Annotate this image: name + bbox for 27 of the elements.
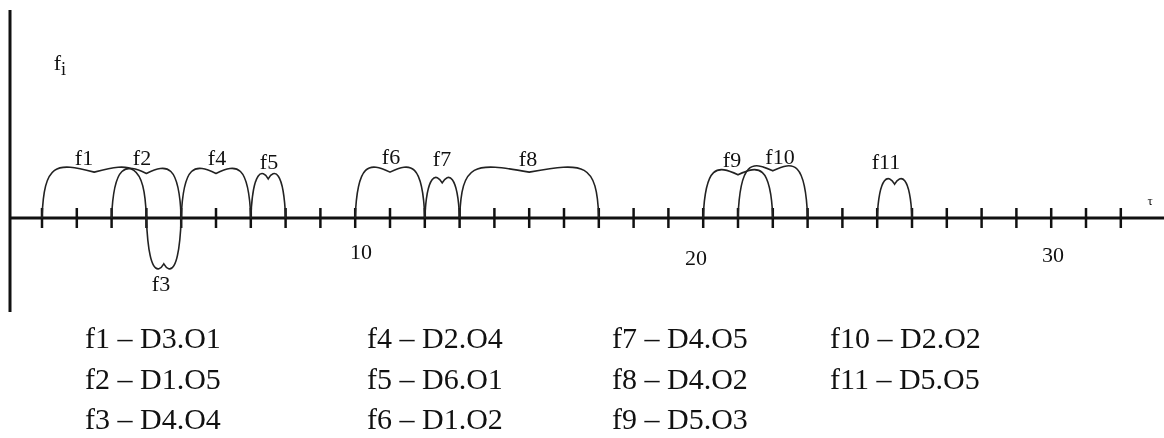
axis-label: τ — [1147, 193, 1153, 207]
tick-label: 30 — [1042, 244, 1064, 266]
legend-entry: f5 – D6.O1 — [367, 364, 503, 394]
legend-entry: f9 – D5.O3 — [612, 404, 748, 434]
legend-entry: f4 – D2.O4 — [367, 323, 503, 353]
arc-label: f10 — [765, 146, 795, 168]
legend-entry: f6 – D1.O2 — [367, 404, 503, 434]
arc-label: f11 — [871, 151, 901, 173]
legend-entry: f7 – D4.O5 — [612, 323, 748, 353]
tick-label: 20 — [685, 247, 707, 269]
arc-label: f6 — [381, 146, 401, 168]
arc-label: f1 — [74, 147, 94, 169]
arc-label: f4 — [207, 147, 227, 169]
legend-entry: f2 – D1.O5 — [85, 364, 221, 394]
arc-label: f9 — [722, 149, 742, 171]
arc-label: f2 — [132, 147, 152, 169]
legend-entry: f11 – D5.O5 — [830, 364, 980, 394]
legend-entry: f10 – D2.O2 — [830, 323, 981, 353]
arc-label: f7 — [432, 148, 452, 170]
legend-entry: f3 – D4.O4 — [85, 404, 221, 434]
tick-label: 10 — [350, 241, 372, 263]
axis-label: f$_{i}$ — [53, 51, 67, 79]
arc-label: f8 — [518, 148, 538, 170]
legend-entry: f8 – D4.O2 — [612, 364, 748, 394]
arc-label: f3 — [151, 273, 171, 295]
arc-label: f5 — [259, 151, 279, 173]
legend-entry: f1 – D3.O1 — [85, 323, 221, 353]
